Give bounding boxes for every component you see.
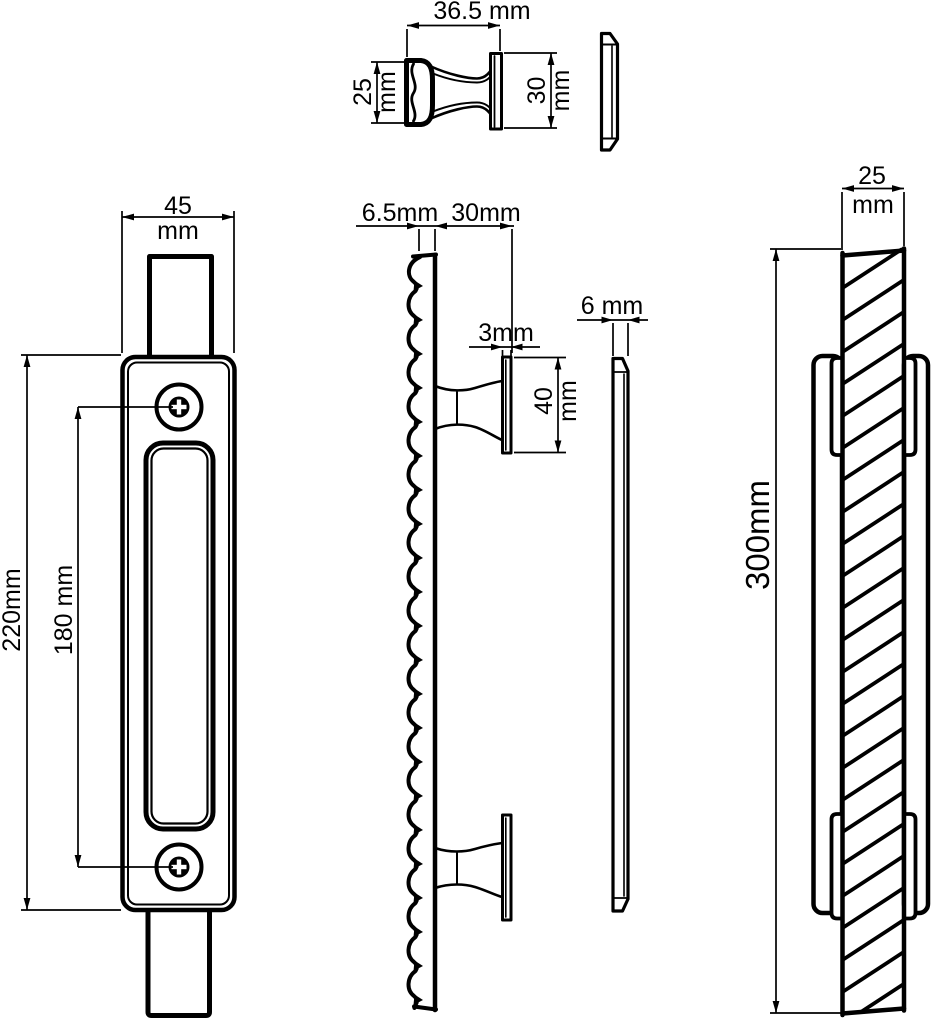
dim-label-grip-width-value: 25 [349,78,377,106]
sectioned-bar [840,246,907,1018]
pad-upper-right [904,356,918,457]
handle-front-view: 45 mm 220mm 180 mm [0,192,237,1018]
upper-stem [433,379,504,442]
upper-mounting-pad [501,355,513,455]
dim-overall-depth: 36.5 mm [406,0,531,57]
dim-label-pad-length-side-unit: mm [554,380,582,422]
pad-upper-left [829,356,843,457]
recessed-pocket-outline [143,440,216,832]
dim-hole-spacing: 180 mm [50,406,173,868]
dim-label-hole-spacing: 180 mm [50,565,78,655]
backplate-top-outline [599,31,620,152]
mounting-pad-top-view [489,52,503,131]
dim-overall-height: 220mm [0,354,121,911]
dim-label-overall-length: 300mm [739,480,776,590]
recessed-pocket-inner-edge [150,447,209,825]
dim-label-overall-height: 220mm [0,568,26,651]
dim-label-bar-width-unit: mm [852,191,894,219]
face-plate-inner-edge [127,361,230,906]
dim-grip-width: 25 mm [349,61,404,124]
dim-label-pad-length-value: 30 [523,77,551,105]
pad-lower-left [829,812,843,921]
dim-label-overall-depth: 36.5 mm [433,0,530,25]
backplate-top-profile [599,31,620,152]
top-tab [147,254,214,360]
grip-section-detail [410,62,417,123]
backplate-side-profile [611,356,630,913]
dim-pad-length-top: 30 mm [504,52,575,129]
dim-pad-thickness: 3mm [469,319,540,356]
neck-top-view [429,65,494,120]
screw-hole-bottom [154,842,204,892]
serrated-grip-bar [406,252,438,1013]
handle-side-view: 6.5mm 30mm [356,199,648,1013]
dim-label-bar-width-value: 25 [858,162,886,190]
dim-label-backplate-thickness: 6 mm [581,292,644,320]
dim-label-plate-width-value: 45 [164,192,192,220]
lower-mounting-pad [501,813,513,922]
dim-plate-width: 45 mm [121,192,235,353]
handle-top-view: 36.5 mm 25 mm [349,0,575,131]
dim-label-grip-width-unit: mm [373,71,401,113]
bottom-tab [145,906,212,1018]
dim-label-grip-thickness: 6.5mm [362,199,438,227]
dim-bar-width: 25 mm [841,162,905,250]
dim-label-pad-length-side-value: 40 [530,387,558,415]
dim-pad-length-side: 40 mm [514,356,582,454]
dim-overall-length: 300mm [739,248,841,1014]
lower-stem [433,841,504,899]
door-section-view: 25 mm 300mm [739,162,931,1018]
dim-label-pad-thickness: 3mm [478,319,534,347]
pad-lower-right [904,812,918,921]
dim-label-pad-length-unit: mm [547,70,575,112]
dim-grip-thickness-and-projection: 6.5mm 30mm [356,199,521,353]
dim-backplate-thickness: 6 mm [577,292,648,356]
dim-label-projection-depth: 30mm [451,199,520,227]
dim-label-plate-width-unit: mm [157,217,199,245]
